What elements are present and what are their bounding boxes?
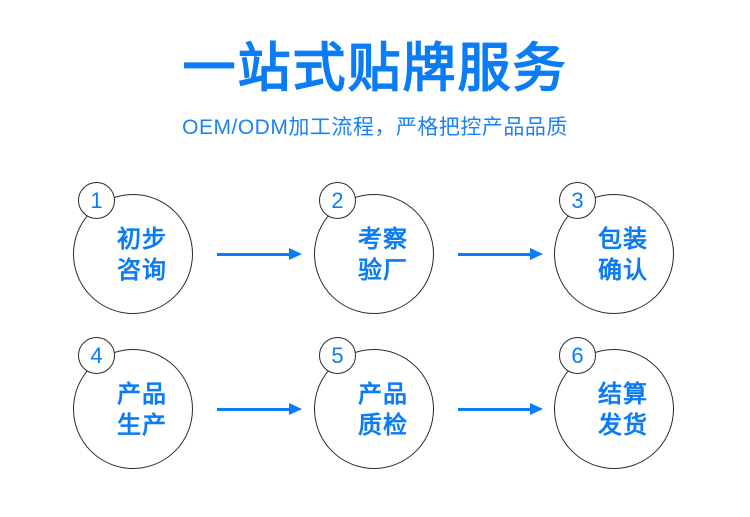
process-flow: 1 初步 咨询 2 考察 验厂 (0, 180, 750, 490)
page-title: 一站式贴牌服务 (182, 39, 568, 98)
arrow-right-icon (458, 403, 544, 417)
banner-header: 一站式贴牌服务 OEM/ODM加工流程，严格把控产品品质 (0, 0, 750, 142)
flow-row-1: 1 初步 咨询 2 考察 验厂 (0, 180, 750, 335)
arrow-shaft (458, 253, 532, 256)
flow-step-5[interactable]: 5 产品 质检 (314, 337, 436, 471)
step-circle-outline (73, 349, 193, 469)
step-label-line-2: 生产 (117, 412, 167, 439)
step-circle-outline (314, 349, 434, 469)
arrow-shaft (217, 408, 291, 411)
step-number-badge: 3 (559, 182, 596, 219)
step-label: 考察 验厂 (314, 194, 436, 316)
flow-step-1[interactable]: 1 初步 咨询 (73, 182, 195, 316)
step-label-line-1: 结算 (598, 381, 648, 408)
flow-row-2: 4 产品 生产 5 产品 质检 (0, 335, 750, 490)
step-circle-outline (554, 194, 674, 314)
step-label-line-1: 考察 (358, 226, 408, 253)
arrow-head (289, 403, 302, 415)
step-label-line-2: 确认 (598, 257, 648, 284)
step-label-line-2: 咨询 (117, 257, 167, 284)
step-circle-outline (73, 194, 193, 314)
arrow-right-icon (217, 248, 303, 262)
step-number-badge: 1 (78, 182, 115, 219)
step-circle-outline (314, 194, 434, 314)
step-label-line-2: 验厂 (358, 257, 408, 284)
step-number-badge: 6 (559, 337, 596, 374)
flow-step-4[interactable]: 4 产品 生产 (73, 337, 195, 471)
step-label-line-1: 产品 (117, 381, 167, 408)
flow-step-2[interactable]: 2 考察 验厂 (314, 182, 436, 316)
step-number-badge: 5 (319, 337, 356, 374)
step-circle-outline (554, 349, 674, 469)
flow-step-3[interactable]: 3 包装 确认 (554, 182, 676, 316)
flow-step-6[interactable]: 6 结算 发货 (554, 337, 676, 471)
step-label-line-1: 初步 (117, 226, 167, 253)
step-number-badge: 2 (319, 182, 356, 219)
step-label: 产品 质检 (314, 349, 436, 471)
step-label-line-1: 产品 (358, 381, 408, 408)
arrow-shaft (458, 408, 532, 411)
step-label: 初步 咨询 (73, 194, 195, 316)
page-subtitle: OEM/ODM加工流程，严格把控产品品质 (182, 116, 568, 139)
step-label: 结算 发货 (554, 349, 676, 471)
arrow-head (530, 403, 543, 415)
step-label-line-2: 质检 (358, 412, 408, 439)
step-number-badge: 4 (78, 337, 115, 374)
arrow-shaft (217, 253, 291, 256)
arrow-right-icon (217, 403, 303, 417)
arrow-right-icon (458, 248, 544, 262)
step-label-line-2: 发货 (598, 412, 648, 439)
arrow-head (289, 248, 302, 260)
step-label-line-1: 包装 (598, 226, 648, 253)
step-label: 包装 确认 (554, 194, 676, 316)
step-label: 产品 生产 (73, 349, 195, 471)
arrow-head (530, 248, 543, 260)
